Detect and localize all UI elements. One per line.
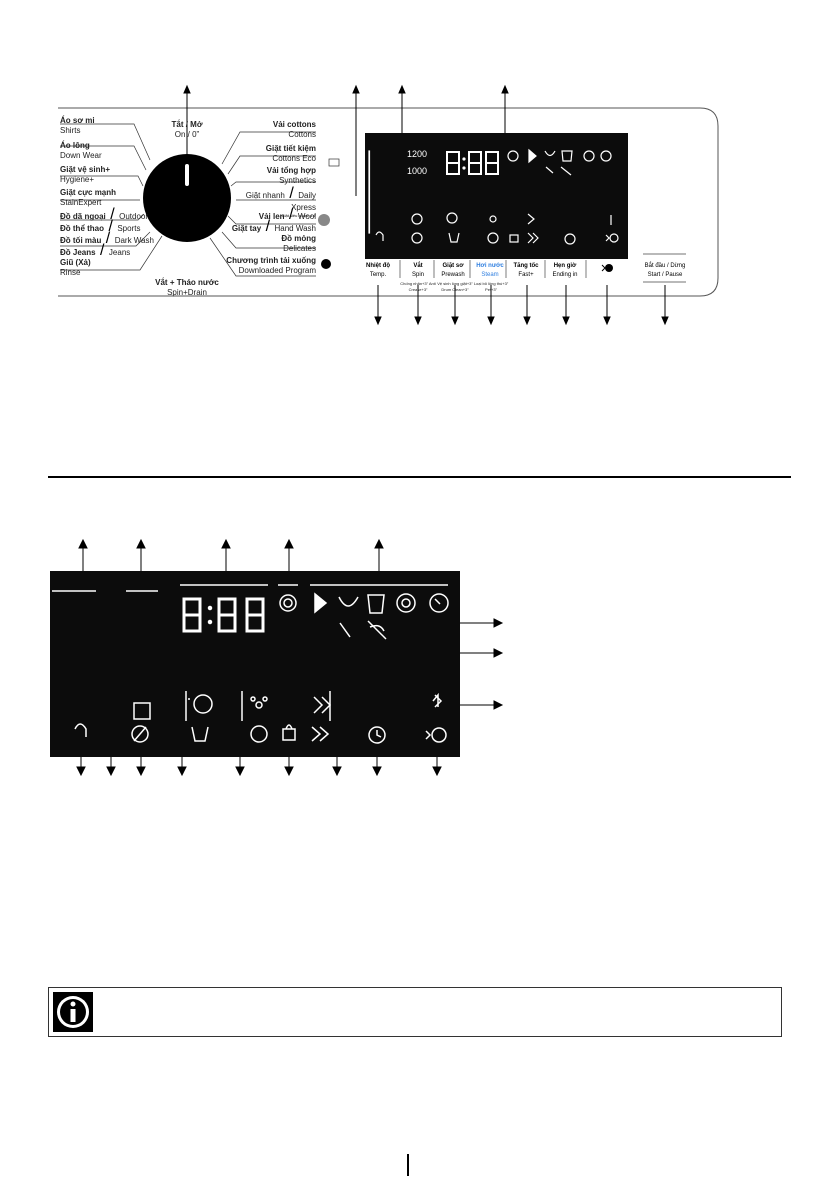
program-spin-drain: Vắt + Tháo nước Spin+Drain bbox=[155, 278, 219, 297]
prewash-button[interactable]: Giặt sơ Prewash bbox=[441, 263, 465, 278]
program-hygiene: Giặt vệ sinh+ Hygiene+ bbox=[60, 165, 111, 184]
program-down-wear: Áo lông Down Wear bbox=[60, 141, 102, 160]
program-wool-handwash: Vải len / Wool Giặt tay / Hand Wash bbox=[231, 206, 316, 235]
spin-1200-label: 1200 bbox=[407, 149, 427, 159]
program-knob bbox=[143, 154, 231, 242]
program-shirts: Áo sơ mi Shirts bbox=[60, 116, 95, 135]
temp-button[interactable]: Nhiệt độ Temp. bbox=[366, 263, 390, 278]
ending-in-button[interactable]: Hẹn giờ Ending in bbox=[552, 263, 578, 278]
display-detail bbox=[50, 571, 460, 757]
steam-button-sublabel: Loại bỏ lông thú+3” Pet+3” bbox=[473, 281, 509, 292]
steam-button[interactable]: Hơi nước Steam bbox=[476, 263, 504, 278]
prewash-button-sublabel: Vệ sinh lồng giặt+3” Drum Clean+3” bbox=[437, 281, 473, 292]
start-pause-button[interactable]: Bắt đầu / Dừng Start / Pause bbox=[644, 263, 686, 278]
program-stainexpert: Giặt cực mạnh StainExpert bbox=[60, 188, 117, 207]
spin-button-sublabel: Chống nhăn+3” Anti Crease+3” bbox=[400, 281, 436, 292]
program-delicates: Đồ mỏng Delicates bbox=[281, 234, 316, 253]
program-rinse: Giũ (Xả) Rinse bbox=[60, 258, 91, 277]
program-synthetics: Vải tổng hợp Synthetics bbox=[266, 166, 316, 185]
control-panel-overview: Áo sơ mi Shirts Áo lông Down Wear Giặt v… bbox=[0, 0, 840, 340]
remote-control-button[interactable] bbox=[585, 262, 629, 274]
program-downloaded: Chương trình tải xuống Downloaded Progra… bbox=[226, 256, 316, 275]
spin-button[interactable]: Vắt Spin bbox=[411, 263, 424, 278]
program-dark-jeans: Đồ tối màu / Dark Wash Đồ Jeans / Jeans bbox=[60, 230, 154, 259]
program-outdoor-sports: Đồ dã ngoại / Outdoor Đồ thể thao / Spor… bbox=[60, 206, 149, 235]
program-on-off: Tắt / Mở On / 0” bbox=[171, 120, 203, 139]
section-divider bbox=[48, 476, 791, 478]
program-cottons-eco: Giặt tiết kiệm Cottons Eco bbox=[265, 144, 316, 163]
info-note bbox=[48, 987, 782, 1037]
display-bottom-callouts bbox=[76, 757, 442, 777]
program-daily-xpress: Giặt nhanh / Daily Xpress Giặt siêu nhan… bbox=[245, 185, 316, 219]
bluetooth-icon bbox=[601, 264, 613, 272]
panel-outline bbox=[58, 84, 719, 326]
fast-plus-button[interactable]: Tăng tốc Fast+ bbox=[513, 263, 539, 278]
page-number-mark bbox=[407, 1154, 409, 1176]
program-cottons: Vải cottons Cottons bbox=[272, 120, 316, 139]
info-icon bbox=[53, 992, 93, 1032]
spin-1000-label: 1000 bbox=[407, 166, 427, 176]
panel-display: 1200 1000 bbox=[365, 133, 628, 259]
